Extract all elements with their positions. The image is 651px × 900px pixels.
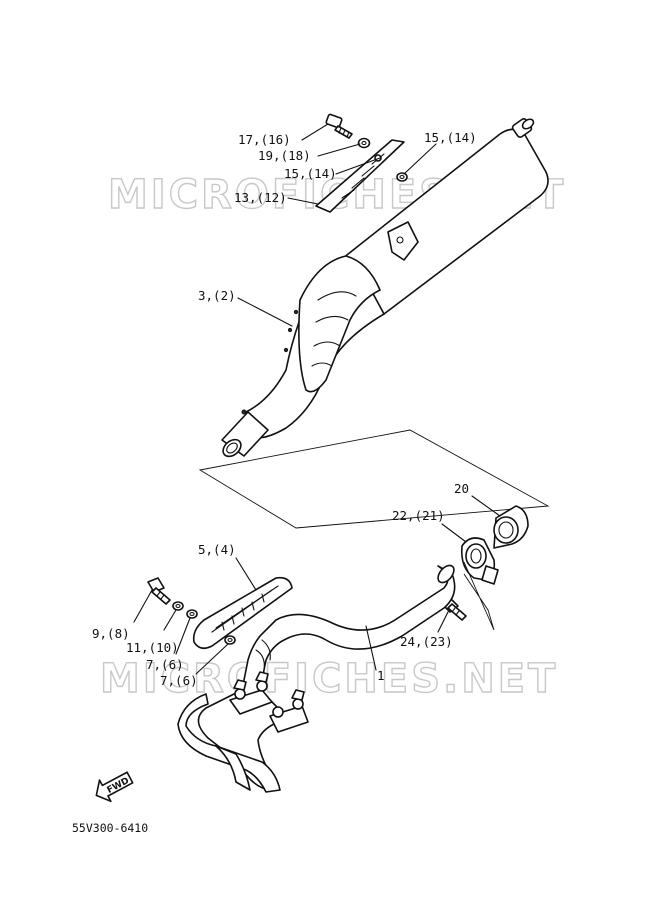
callout-11: 11,(10) xyxy=(126,640,179,655)
callout-3: 3,(2) xyxy=(198,288,236,303)
muffler[interactable] xyxy=(220,117,549,460)
bolt-17[interactable] xyxy=(325,113,353,139)
callout-1: 1 xyxy=(377,668,385,683)
heat-protector-5[interactable] xyxy=(192,576,293,650)
clamp-guide-line xyxy=(463,561,495,631)
callout-7-lower: 7,(6) xyxy=(160,673,198,688)
bolt-9[interactable] xyxy=(147,577,171,605)
exhaust-flange[interactable] xyxy=(229,671,309,733)
diagram-code: 55V300-6410 xyxy=(72,821,148,835)
damper-7-lower[interactable] xyxy=(224,635,236,645)
callout-22: 22,(21) xyxy=(392,508,445,523)
joint-clamp-22[interactable] xyxy=(460,537,499,585)
washer-11[interactable] xyxy=(172,601,184,611)
fwd-arrow-icon: FWD xyxy=(95,771,134,803)
callout-15-right: 15,(14) xyxy=(424,130,477,145)
leader-lines xyxy=(133,123,501,675)
damper-7-upper[interactable] xyxy=(186,609,198,619)
callout-15-left: 15,(14) xyxy=(284,166,337,181)
callout-17: 17,(16) xyxy=(238,132,291,147)
callout-19: 19,(18) xyxy=(258,148,311,163)
callout-9: 9,(8) xyxy=(92,626,130,641)
callout-13: 13,(12) xyxy=(234,190,287,205)
callout-7-upper: 7,(6) xyxy=(146,657,184,672)
gasket-20[interactable] xyxy=(493,505,529,549)
washer-19[interactable] xyxy=(357,137,371,149)
exhaust-pipe[interactable] xyxy=(177,562,457,793)
watermark-bottom: MICROFICHES.NET xyxy=(100,656,558,702)
assembly-guide-frame xyxy=(198,429,550,529)
damper-15[interactable] xyxy=(396,172,408,182)
callout-5: 5,(4) xyxy=(198,542,236,557)
callout-20: 20 xyxy=(454,481,469,496)
callout-24: 24,(23) xyxy=(400,634,453,649)
